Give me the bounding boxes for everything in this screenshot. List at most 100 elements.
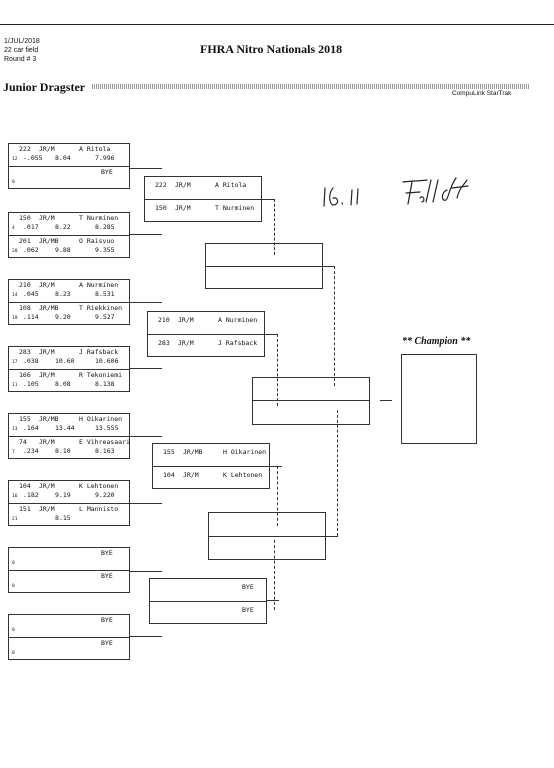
- car-number: 210: [158, 316, 170, 324]
- champion-box: [401, 354, 477, 444]
- bracket-connector: [130, 368, 162, 369]
- elapsed-time: 8.04: [55, 154, 71, 162]
- car-class: JR/M: [39, 438, 55, 446]
- bye-label: BYE: [242, 583, 254, 591]
- car-class: JR/M: [39, 281, 55, 289]
- dial-in: 8.285: [95, 223, 115, 231]
- dial-in: 8.138: [95, 380, 115, 388]
- car-class: JR/MB: [39, 304, 59, 312]
- driver-name: T Nurminen: [215, 204, 255, 212]
- car-number: 210: [19, 281, 31, 289]
- bracket-dashed-connector: [334, 266, 335, 386]
- car-class: JR/MB: [183, 448, 203, 456]
- car-class: JR/M: [175, 181, 191, 189]
- bracket-dashed-connector: [337, 410, 338, 536]
- semifinal-box-1: [205, 243, 323, 289]
- driver-name: J Rafsback: [218, 339, 258, 347]
- final-box: [252, 377, 370, 425]
- car-number: 150: [19, 214, 31, 222]
- round-number: Round # 3: [4, 56, 37, 63]
- seed-number: 17: [12, 360, 18, 365]
- reaction-time: .182: [23, 491, 39, 499]
- car-class: JR/M: [39, 482, 55, 490]
- reaction-time: .105: [23, 380, 39, 388]
- driver-name: A Nurminen: [218, 316, 258, 324]
- car-class: JR/M: [39, 145, 55, 153]
- header-hatch-divider: [92, 84, 530, 89]
- bracket-dashed-connector: [274, 540, 275, 610]
- bracket-connector: [130, 302, 162, 303]
- car-number: 104: [163, 471, 175, 479]
- bye-label: BYE: [101, 168, 113, 176]
- bracket-connector: [267, 600, 279, 601]
- dial-in: 10.606: [95, 357, 119, 365]
- elapsed-time: 8.08: [55, 380, 71, 388]
- car-number: 151: [19, 505, 31, 513]
- car-number: 283: [158, 339, 170, 347]
- event-title: FHRA Nitro Nationals 2018: [200, 42, 343, 56]
- handwritten-note-sketch: [323, 177, 469, 207]
- reaction-time: .062: [23, 246, 39, 254]
- car-class: JR/MB: [39, 415, 59, 423]
- seed-number: 4: [12, 226, 15, 231]
- driver-name: R Tekoniemi: [79, 371, 123, 379]
- driver-name: K Lehtonen: [223, 471, 263, 479]
- bracket-connector: [130, 571, 162, 572]
- driver-name: A Nurminen: [79, 281, 119, 289]
- car-number: 74: [19, 438, 27, 446]
- elapsed-time: 9.20: [55, 313, 71, 321]
- seed-number: 11: [12, 383, 18, 388]
- driver-name: H Oikarinen: [223, 448, 267, 456]
- bracket-connector: [130, 234, 162, 235]
- car-class: JR/M: [39, 214, 55, 222]
- top-rule: [0, 24, 554, 25]
- driver-name: L Mannisto: [79, 505, 119, 513]
- car-number: 150: [155, 204, 167, 212]
- elapsed-time: 8.23: [55, 290, 71, 298]
- driver-name: T Riekkinen: [79, 304, 123, 312]
- bracket-connector: [130, 436, 162, 437]
- bracket-connector: [262, 199, 274, 200]
- seed-number: 21: [12, 517, 18, 522]
- driver-name: A Ritola: [215, 181, 247, 189]
- dial-in: 8.531: [95, 290, 115, 298]
- seed-number: 0: [12, 584, 15, 589]
- car-number: 155: [163, 448, 175, 456]
- car-number: 222: [155, 181, 167, 189]
- timing-system-label: CompuLink StarTrak: [452, 90, 512, 97]
- seed-number: 0: [12, 651, 15, 656]
- seed-number: 12: [12, 157, 18, 162]
- car-number: 201: [19, 237, 31, 245]
- event-date: 1/JUL/2018: [4, 38, 40, 45]
- elapsed-time: 10.60: [55, 357, 75, 365]
- driver-name: A Ritola: [79, 145, 111, 153]
- car-number: 166: [19, 371, 31, 379]
- seed-number: 0: [12, 561, 15, 566]
- bye-label: BYE: [101, 549, 113, 557]
- bracket-connector: [265, 334, 277, 335]
- bracket-connector: [130, 168, 162, 169]
- bracket-connector: [130, 503, 162, 504]
- car-class: JR/M: [178, 339, 194, 347]
- bye-label: BYE: [101, 572, 113, 580]
- car-number: 283: [19, 348, 31, 356]
- elapsed-time: 9.19: [55, 491, 71, 499]
- car-class: JR/M: [39, 505, 55, 513]
- dial-in: 9.355: [95, 246, 115, 254]
- seed-number: 16: [12, 494, 18, 499]
- bracket-dashed-connector: [274, 199, 275, 255]
- car-number: 222: [19, 145, 31, 153]
- reaction-time: .038: [23, 357, 39, 365]
- driver-name: H Oikarinen: [79, 415, 123, 423]
- dial-in: 8.163: [95, 447, 115, 455]
- elapsed-time: 8.22: [55, 223, 71, 231]
- elapsed-time: 8.15: [55, 514, 71, 522]
- car-number: 104: [19, 482, 31, 490]
- elapsed-time: 13.44: [55, 424, 75, 432]
- car-class: JR/M: [183, 471, 199, 479]
